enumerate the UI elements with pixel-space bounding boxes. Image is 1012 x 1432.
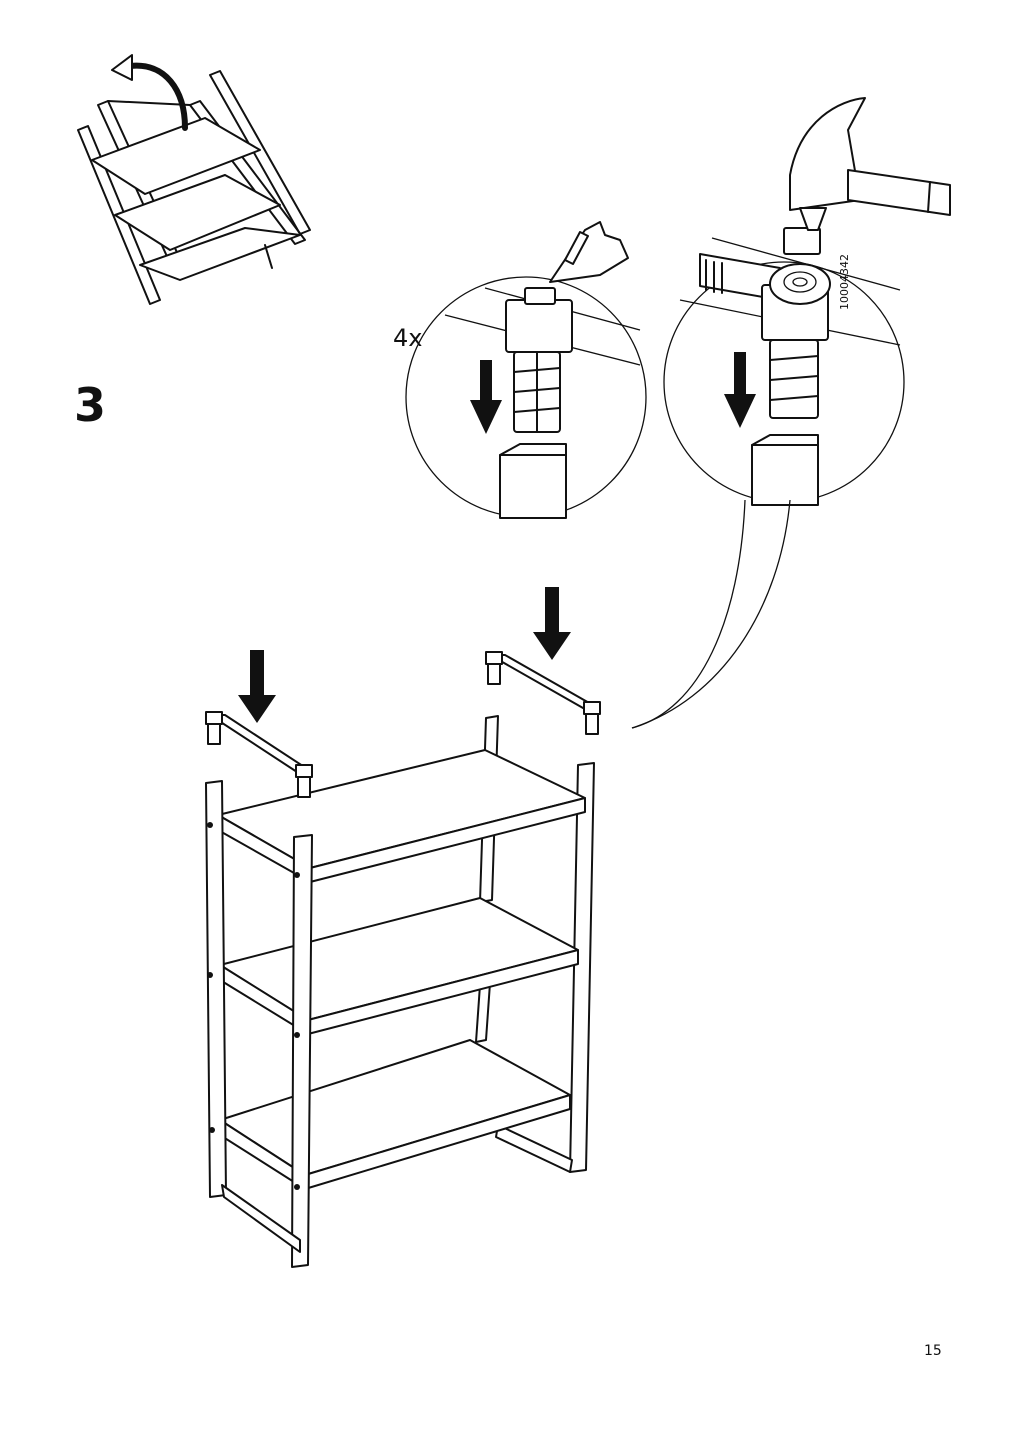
detail-circle-insert [405,221,647,519]
part-code: 10004342 [838,254,851,310]
flipped-shelf-thumbnail [77,54,311,305]
step-number: 3 [74,378,107,432]
detail-circle-hammer [631,97,951,729]
page-number: 15 [924,1343,942,1359]
main-shelf-unit [205,587,601,1268]
quantity-label: 4x [393,324,423,352]
